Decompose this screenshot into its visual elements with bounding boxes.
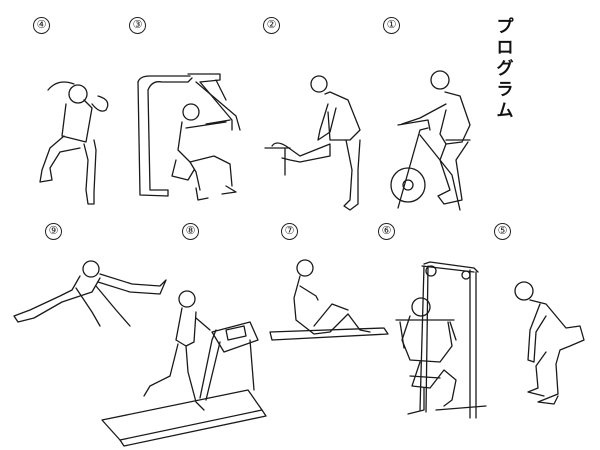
exercise-number-2: ② (263, 17, 280, 34)
title-char: グ (496, 59, 514, 79)
exercise-number-1: ① (383, 17, 400, 34)
title-char: プ (496, 17, 514, 37)
exercise-number-9: ⑨ (45, 223, 62, 240)
title-char: ム (496, 101, 514, 121)
exercise-number-5: ⑤ (494, 223, 511, 240)
title-char: ラ (496, 80, 514, 100)
figure-chest-press (137, 73, 241, 201)
exercise-number-4: ④ (33, 17, 50, 34)
figure-treadmill (101, 290, 267, 447)
figure-lat-pulldown (395, 261, 487, 419)
exercise-number-3: ③ (129, 17, 146, 34)
title-char: ロ (496, 38, 514, 58)
figure-sit-up (269, 259, 389, 341)
figure-squat (514, 281, 585, 405)
figure-hamstring-stretch (264, 75, 361, 211)
figure-side-lunge (13, 260, 167, 327)
figure-stationary-bike (390, 70, 471, 211)
exercise-number-6: ⑥ (378, 223, 395, 240)
page-title: プ ロ グ ラ ム (494, 17, 516, 122)
exercise-number-7: ⑦ (281, 223, 298, 240)
exercise-number-8: ⑧ (182, 223, 199, 240)
figure-knee-raise (39, 81, 109, 205)
